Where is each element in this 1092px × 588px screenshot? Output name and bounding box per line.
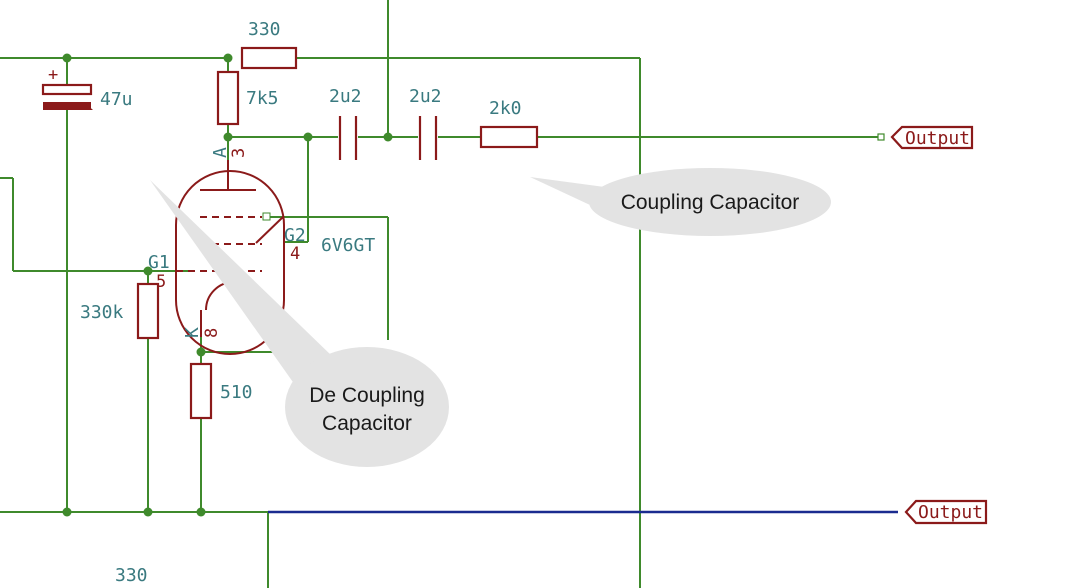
pin-g1-number: 5 (156, 272, 166, 292)
pin-k-number: 8 (202, 328, 222, 338)
callout-coupling: Coupling Capacitor (530, 168, 831, 236)
resistor-330k-label: 330k (80, 302, 124, 323)
junction-dots (62, 53, 393, 517)
pin-g2-name: G2 (284, 225, 306, 246)
capacitor-47u: + (41, 65, 93, 110)
resistor-330-top-label: 330 (248, 19, 281, 40)
net-label-output-bottom-text: Output (918, 502, 983, 523)
pin-anode-name: A (210, 147, 231, 158)
resistor-2k0-label: 2k0 (489, 98, 522, 119)
pin-anode-number: 3 (229, 148, 249, 158)
callout-decoupling-line1: De Coupling (309, 384, 425, 407)
net-label-output-bottom: Output (904, 499, 988, 525)
tube-part-label: 6V6GT (321, 235, 375, 256)
resistor-510 (189, 362, 213, 420)
resistor-2k0 (479, 125, 539, 149)
resistor-330k (136, 282, 160, 340)
callout-decoupling: De Coupling Capacitor (150, 180, 449, 467)
callout-coupling-text: Coupling Capacitor (621, 191, 800, 214)
net-label-output-top: Output (877, 125, 974, 150)
net-label-output-top-text: Output (905, 128, 970, 149)
resistor-510-label: 510 (220, 382, 253, 403)
capacitor-2u2-second (418, 116, 438, 160)
wires (0, 0, 880, 588)
resistor-7k5-label: 7k5 (246, 88, 279, 109)
pin-g1-name: G1 (148, 252, 170, 273)
callout-decoupling-line2: Capacitor (322, 412, 412, 435)
capacitor-2u2-second-label: 2u2 (409, 86, 442, 107)
capacitor-47u-label: 47u (100, 89, 133, 110)
tube-6v6gt (175, 160, 285, 355)
pin-g2-number: 4 (290, 244, 300, 264)
capacitor-47u-plus: + (48, 65, 58, 85)
resistor-7k5 (216, 70, 240, 126)
capacitor-2u2-first-label: 2u2 (329, 86, 362, 107)
resistor-330-bottom-label: 330 (115, 565, 148, 586)
capacitor-2u2-first (338, 116, 358, 160)
resistor-330-top (240, 46, 298, 70)
pin-k-name: K (182, 327, 203, 338)
